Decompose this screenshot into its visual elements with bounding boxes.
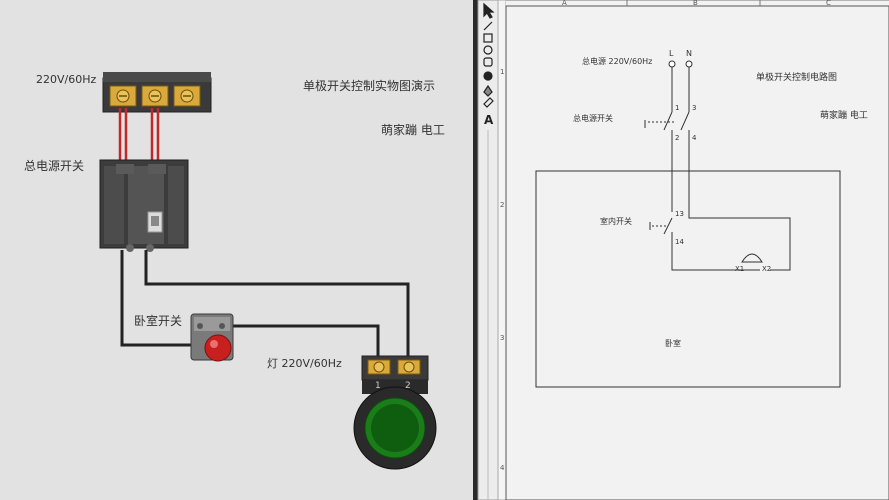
- fill-tool-icon[interactable]: [483, 84, 493, 97]
- schematic-main-switch-label: 总电源开关: [573, 113, 613, 123]
- circle-tool-icon[interactable]: [483, 45, 493, 55]
- filled-circle-tool-icon[interactable]: [483, 71, 493, 81]
- text-tool-icon[interactable]: A: [484, 113, 494, 127]
- physical-diagram-author: 萌家蹦 电工: [381, 122, 445, 137]
- row-number-1: 1: [500, 68, 504, 76]
- schematic-wires: [671, 67, 791, 271]
- main-breaker: [99, 159, 189, 252]
- schematic-terminal-3: 3: [692, 104, 696, 112]
- schematic-terminal-2: 2: [675, 134, 679, 142]
- schematic-N: N: [686, 49, 692, 58]
- rounded-rect-tool-icon[interactable]: [483, 57, 493, 67]
- col-header-C: C: [826, 0, 831, 7]
- schematic-lamp-icon: [741, 253, 763, 263]
- schematic-supply-label: 总电源 220V/60Hz: [582, 56, 652, 66]
- terminal-L: [668, 60, 676, 68]
- lamp-label: 灯 220V/60Hz: [267, 357, 342, 370]
- rectangle-tool-icon[interactable]: [483, 33, 493, 43]
- bedroom-switch: [190, 313, 234, 362]
- col-header-B: B: [693, 0, 698, 7]
- terminal-N: [685, 60, 693, 68]
- row-number-2: 2: [500, 201, 504, 209]
- schematic-terminal-1: 1: [675, 104, 679, 112]
- physical-diagram-title: 单极开关控制实物图演示: [303, 78, 435, 93]
- eraser-tool-icon[interactable]: [483, 97, 494, 108]
- schematic-terminal-4: 4: [692, 134, 697, 142]
- room-label: 卧室: [665, 338, 681, 348]
- schematic-terminal-14: 14: [675, 238, 684, 246]
- toolbar-tools: [483, 2, 495, 108]
- schematic-main-switch: [644, 111, 690, 131]
- schematic-indoor-switch-label: 室内开关: [600, 216, 632, 226]
- schematic-L: L: [669, 49, 674, 58]
- schematic-lamp-x1: X1: [735, 265, 744, 273]
- room-boundary: [535, 170, 841, 388]
- schematic-canvas: [506, 0, 889, 500]
- panel-divider: [473, 0, 478, 500]
- lamp-terminal-2: 2: [405, 381, 411, 391]
- schematic-terminal-13: 13: [675, 210, 684, 218]
- main-switch-label: 总电源开关: [24, 159, 84, 173]
- row-number-3: 3: [500, 334, 504, 342]
- terminal-block: [102, 72, 212, 113]
- lamp-terminal-1: 1: [375, 381, 381, 391]
- schematic-title: 单极开关控制电路图: [756, 71, 837, 83]
- load-wires: [120, 250, 410, 363]
- schematic-lamp-x2: X2: [762, 265, 771, 273]
- schematic-author: 萌家蹦 电工: [820, 109, 868, 121]
- select-arrow-icon[interactable]: [483, 2, 495, 19]
- supply-label: 220V/60Hz: [36, 73, 96, 86]
- lamp: [353, 355, 437, 470]
- row-number-4: 4: [500, 464, 505, 472]
- col-header-A: A: [562, 0, 567, 7]
- line-tool-icon[interactable]: [483, 21, 493, 31]
- schematic-indoor-switch: [649, 217, 673, 235]
- bedroom-switch-label: 卧室开关: [134, 313, 182, 328]
